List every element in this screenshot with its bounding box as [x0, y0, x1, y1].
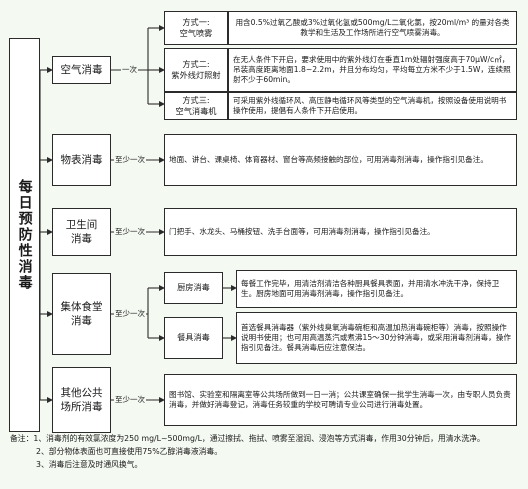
air-method-2: 方式二: 紫外线灯照射	[164, 48, 228, 92]
category-canteen: 集体食堂 消毒	[52, 273, 111, 355]
air-method-2-label: 方式二: 紫外线灯照射	[171, 58, 221, 80]
note-2-text: 2、部分物体表面也可直接使用75%乙醇消毒液消毒。	[36, 447, 223, 456]
air-method-3: 方式三: 空气消毒机	[164, 92, 228, 120]
note-3-text: 3、消毒后注意及时通风换气。	[36, 460, 143, 469]
category-air-label: 空气消毒	[60, 63, 103, 76]
canteen-method-kitchen: 厨房消毒	[164, 272, 223, 304]
category-public: 其他公共 场所消毒	[52, 367, 111, 433]
note-3: 3、消毒后注意及时通风换气。	[10, 458, 485, 471]
air-method-2-desc: 在无人条件下开启，要求使用中的紫外线灯在垂直1m处辐射强度高于70μW/c㎡，吊…	[228, 48, 517, 92]
air-method-1-desc-text: 用含0.5%过氧乙酸或3%过氧化氢或500mg/L二氧化氯，按20ml/m³ 的…	[235, 17, 510, 37]
category-surface-label: 物表消毒	[60, 153, 103, 166]
freq-air: 一次	[121, 65, 138, 75]
root-box: 每日预防性消毒	[9, 38, 40, 432]
category-toilet: 卫生间 消毒	[52, 208, 111, 256]
category-canteen-label: 集体食堂 消毒	[60, 300, 103, 327]
freq-toilet: 至少一次	[114, 227, 146, 237]
air-method-2-desc-text: 在无人条件下开启，要求使用中的紫外线灯在垂直1m处辐射强度高于70μW/c㎡，吊…	[233, 54, 511, 85]
air-method-1: 方式一: 空气喷雾	[164, 11, 228, 45]
note-1-text: 1、消毒剂的有效氯浓度为250 mg/L~500mg/L，通过擦拭、拖拭、喷雾至…	[33, 434, 485, 443]
canteen-tableware-desc-text: 首选餐具消毒器（紫外线臭氧消毒碗柜和高温加热消毒碗柜等）消毒，按照操作说明书使用…	[241, 322, 511, 353]
toilet-desc-text: 门把手、水龙头、马桶按钮、洗手台面等，可用消毒剂消毒，操作指引见备注。	[169, 226, 435, 236]
surface-desc-text: 地面、讲台、课桌椅、体育器材、窗台等高频接触的部位，可用消毒剂消毒，操作指引见备…	[169, 154, 488, 164]
note-1: 备注：1、消毒剂的有效氯浓度为250 mg/L~500mg/L，通过擦拭、拖拭、…	[10, 432, 485, 445]
root-title: 每日预防性消毒	[16, 179, 33, 291]
public-desc-text: 图书馆、实验室和隔离室等公共场所做到一日一消；公共课室确保一批学生消毒一次，由专…	[169, 389, 511, 409]
surface-desc: 地面、讲台、课桌椅、体育器材、窗台等高频接触的部位，可用消毒剂消毒，操作指引见备…	[164, 134, 517, 186]
freq-canteen: 至少一次	[114, 309, 146, 319]
air-method-3-desc: 可采用紫外线循环风、高压静电循环风等类型的空气消毒机，按照设备使用说明书操作使用…	[228, 92, 517, 120]
canteen-method-tableware: 餐具消毒	[164, 317, 223, 359]
category-toilet-label: 卫生间 消毒	[65, 218, 98, 245]
air-method-1-label: 方式一: 空气喷雾	[179, 16, 213, 38]
canteen-kitchen-desc-text: 每餐工作完毕，用清洁剂清洁各种厨具餐具表面，并用清水冲洗干净，保持卫生。厨房地面…	[241, 278, 500, 298]
notes-section: 备注：1、消毒剂的有效氯浓度为250 mg/L~500mg/L，通过擦拭、拖拭、…	[10, 432, 485, 471]
freq-surface: 至少一次	[114, 155, 146, 165]
canteen-method-tableware-label: 餐具消毒	[177, 332, 210, 343]
note-2: 2、部分物体表面也可直接使用75%乙醇消毒液消毒。	[10, 445, 485, 458]
category-public-label: 其他公共 场所消毒	[60, 386, 103, 413]
canteen-method-kitchen-label: 厨房消毒	[177, 282, 210, 293]
category-air: 空气消毒	[52, 56, 111, 84]
freq-public: 至少一次	[114, 395, 146, 405]
canteen-kitchen-desc: 每餐工作完毕，用清洁剂清洁各种厨具餐具表面，并用清水冲洗干净，保持卫生。厨房地面…	[236, 270, 517, 308]
notes-prefix: 备注：	[10, 434, 34, 443]
air-method-3-label: 方式三: 空气消毒机	[175, 94, 217, 116]
public-desc: 图书馆、实验室和隔离室等公共场所做到一日一消；公共课室确保一批学生消毒一次，由专…	[164, 374, 517, 426]
air-method-1-desc: 用含0.5%过氧乙酸或3%过氧化氢或500mg/L二氧化氯，按20ml/m³ 的…	[228, 11, 517, 45]
category-surface: 物表消毒	[52, 134, 111, 186]
toilet-desc: 门把手、水龙头、马桶按钮、洗手台面等，可用消毒剂消毒，操作指引见备注。	[164, 208, 517, 256]
air-method-3-desc-text: 可采用紫外线循环风、高压静电循环风等类型的空气消毒机，按照设备使用说明书操作使用…	[233, 95, 507, 115]
canteen-tableware-desc: 首选餐具消毒器（紫外线臭氧消毒碗柜和高温加热消毒碗柜等）消毒，按照操作说明书使用…	[236, 312, 517, 364]
